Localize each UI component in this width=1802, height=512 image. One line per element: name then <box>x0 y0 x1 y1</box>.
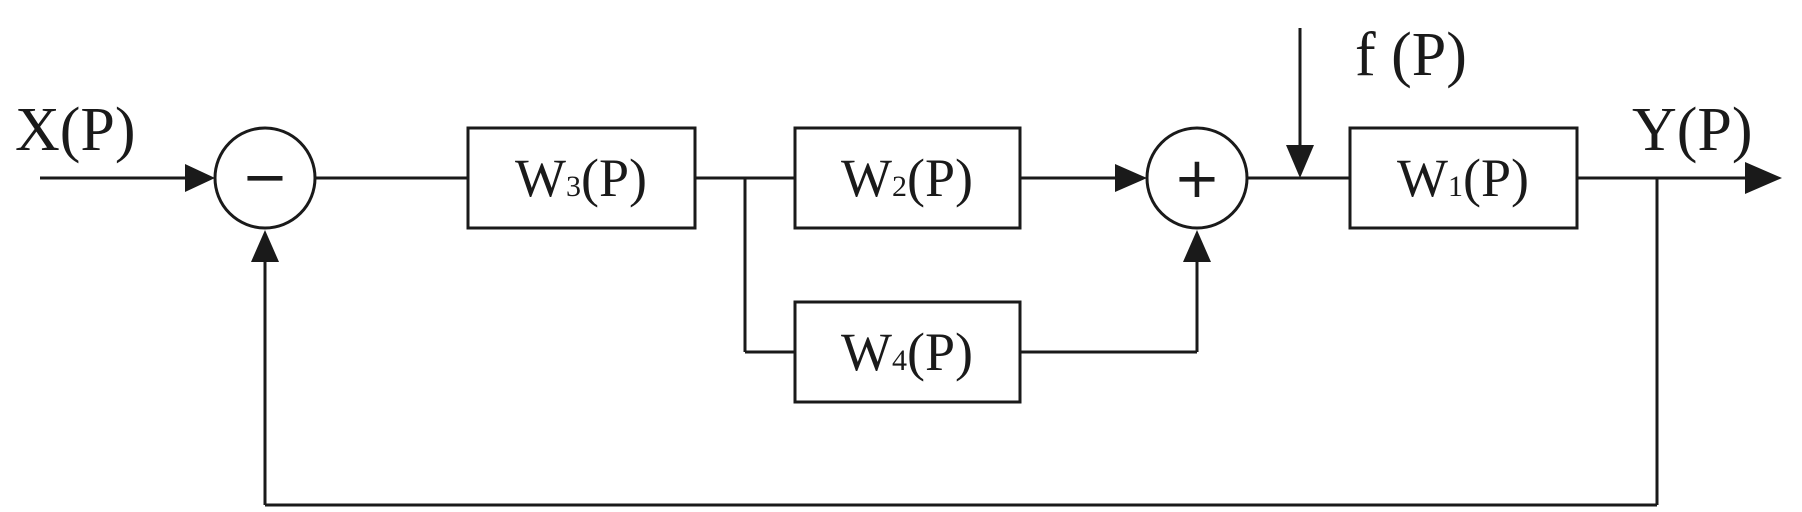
w4-arrowhead <box>1183 230 1211 262</box>
summing-junction-2-sign: + <box>1174 146 1221 211</box>
block-w4-label: W4(P) <box>841 322 973 382</box>
input-label: X(P) <box>15 96 136 164</box>
feedback-arrowhead <box>251 230 279 262</box>
output-label: Y(P) <box>1632 96 1753 164</box>
input-arrowhead <box>185 164 215 192</box>
block-w3-label: W3(P) <box>515 148 647 208</box>
block-w1-label: W1(P) <box>1397 148 1529 208</box>
block-w2-label: W2(P) <box>841 148 973 208</box>
block-w3 <box>466 126 697 230</box>
summing-junction-1-sign: − <box>242 145 289 210</box>
block-w2 <box>793 126 1022 230</box>
output-arrowhead <box>1745 162 1782 194</box>
disturbance-label: f (P) <box>1355 21 1467 89</box>
w2-arrowhead <box>1115 164 1147 192</box>
disturbance-arrowhead <box>1286 145 1314 178</box>
